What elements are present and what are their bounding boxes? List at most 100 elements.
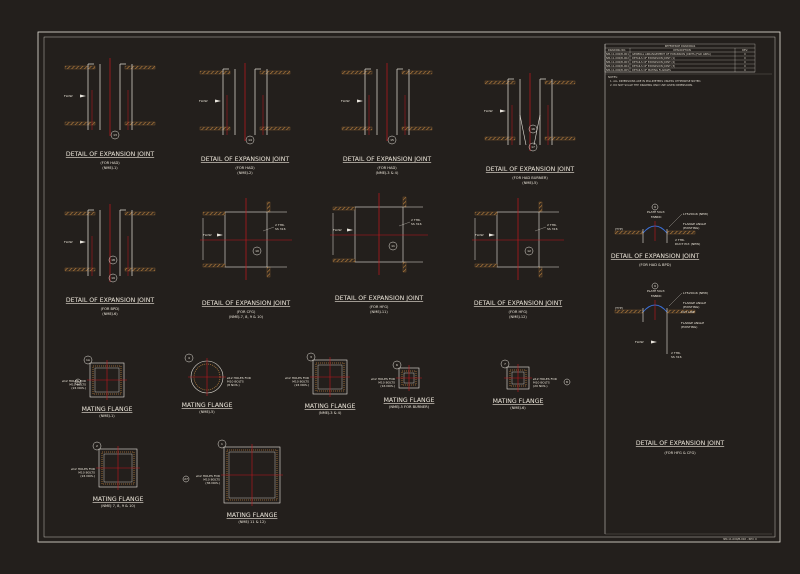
ref-drawing-no: NM-11-000/B-004 — [606, 64, 629, 68]
item-tag-number: 1A — [86, 358, 91, 362]
hatched-duct-wall — [544, 80, 576, 85]
bolt-hole-note: ø12 HOLES FOR — [371, 377, 395, 381]
hatched-duct-wall — [199, 70, 231, 75]
bolt-hole-note: (36 NOS.) — [205, 481, 220, 485]
detail-sub: (NMEJ-3 & 4) — [376, 171, 399, 175]
detail-title: DETAIL OF EXPANSION JOINT — [486, 166, 575, 173]
flange-title: MATING FLANGE — [384, 397, 435, 404]
item-tag-number: 12 — [527, 249, 531, 253]
note-item: 1. ALL DIMENSIONS ARE IN MILLIMETERS UNL… — [610, 79, 701, 83]
thk-label: SS 316 — [547, 227, 558, 231]
detail-sub: (FOR HFG) — [509, 310, 528, 314]
hatched-duct-wall — [124, 211, 156, 216]
plate-label: PLATE 50x3 — [647, 210, 665, 214]
flow-label: FLOW — [635, 340, 644, 344]
bolt-hole-note: ø12 HOLES FOR — [285, 376, 309, 380]
section-sub: (FOR HAD & BPD) — [639, 263, 671, 267]
item-tag-circle — [524, 246, 534, 256]
hatched-duct-wall — [401, 126, 433, 131]
thk-label: SS 316 — [671, 355, 682, 359]
outer-border — [37, 31, 781, 543]
item-tag-number: 7 — [504, 362, 506, 366]
hatched-duct-wall — [401, 70, 433, 75]
flow-label: FLOW — [333, 228, 342, 232]
flow-arrow — [347, 228, 353, 232]
item-tag-circle — [182, 475, 190, 483]
detail-sub: (FOR HAD) — [100, 161, 120, 165]
flow-arrow — [500, 109, 506, 113]
item-tag-circle — [563, 378, 571, 386]
flow-arrow — [217, 233, 223, 237]
ref-drawing-no: NM-11-000/B-001 — [606, 52, 629, 56]
flange-title: MATING FLANGE — [93, 496, 144, 503]
hatched-duct-wall — [64, 65, 96, 70]
flow-label: FLOW — [64, 94, 73, 98]
flange-angle-label: (EXISTING) — [683, 226, 699, 230]
hatched-duct-wall — [544, 136, 576, 141]
flange-sub: (NMEJ-1) — [99, 414, 115, 418]
hatched-duct-wall — [64, 121, 96, 126]
hatched-duct-wall — [538, 201, 543, 213]
bolt-hole-note: M10 BOLTS — [533, 381, 550, 385]
flange-sub: (NMEJ-5 FOR BURNER) — [389, 405, 430, 409]
fabric-label: FABRIC — [651, 215, 662, 219]
item-tag-number: 6 — [396, 363, 398, 367]
leader-line — [262, 226, 275, 232]
ref-description: DETAILS OF EXPANSION JOINT (2) — [632, 60, 675, 64]
detail-sub: (FOR HFG) — [370, 305, 389, 309]
ref-rev: 0 — [744, 56, 746, 60]
item-tag-circle — [651, 282, 659, 290]
flange-angle-label: (EXISTING) — [681, 325, 697, 329]
item-tag-number: 9 — [654, 284, 656, 288]
hatched-duct-wall — [64, 211, 96, 216]
item-tag-circle — [110, 130, 120, 140]
flange-angle-label: FLANGE ANGLE — [683, 301, 706, 305]
duct-label: 2 THK. — [675, 238, 685, 242]
bolt-hole-note: ø12 HOLES FOR — [533, 377, 557, 381]
item-tag-circle — [83, 355, 93, 365]
section-title: DETAIL OF EXPANSION JOINT — [611, 253, 700, 260]
thk-label: SS 316 — [275, 227, 286, 231]
bolt-hole-note: M10 BOLTS — [292, 380, 309, 384]
bolt-hole-note: M10 BOLTS — [78, 471, 95, 475]
ref-description: DETAILS OF MATING FLANGES — [632, 68, 671, 72]
reference-table: REFERENCE DRAWINGS DRAWING NO. DESCRIPTI… — [604, 43, 756, 73]
detail-title: DETAIL OF EXPANSION JOINT — [335, 295, 424, 302]
flange-title: MATING FLANGE — [305, 403, 356, 410]
detail-sub: (NMEJ-7, 8, 9 & 10) — [229, 315, 264, 319]
flow-label: FLOW — [203, 233, 212, 237]
hatched-duct-wall — [332, 258, 356, 263]
detail-sub: (FOR CFG) — [237, 310, 256, 314]
hatched-duct-wall — [614, 230, 644, 235]
angle-label: L75x50x6 (NEW) — [683, 291, 708, 295]
item-tag-circle — [528, 124, 538, 134]
right-detail-sub: (FOR HFG & CFG) — [664, 451, 696, 455]
bolt-hole-note: M10 BOLTS — [378, 381, 395, 385]
item-tag-circle — [184, 353, 194, 363]
flow-label: FLOW — [64, 240, 73, 244]
flange-angle-label: FLANGE ANGLE — [683, 222, 706, 226]
detail-sub: (FOR HAD) — [377, 166, 397, 170]
hatched-duct-wall — [341, 126, 373, 131]
bolt-hole-note: (8 NOS.) — [227, 383, 240, 387]
item-tag-number: 3 — [310, 355, 312, 359]
item-tag-circle — [651, 203, 659, 211]
item-tag-circle — [500, 359, 510, 369]
hatched-duct-wall — [402, 261, 407, 273]
inner-border — [43, 36, 776, 538]
flange-title: MATING FLANGE — [227, 512, 278, 519]
detail-sub: (FOR BPD) — [101, 307, 120, 311]
ref-rev: 0 — [744, 60, 746, 64]
ref-drawing-no: NM-11-000/B-002 — [606, 56, 629, 60]
fabric-label: FABRIC — [651, 294, 662, 298]
hatched-duct-wall — [484, 80, 516, 85]
